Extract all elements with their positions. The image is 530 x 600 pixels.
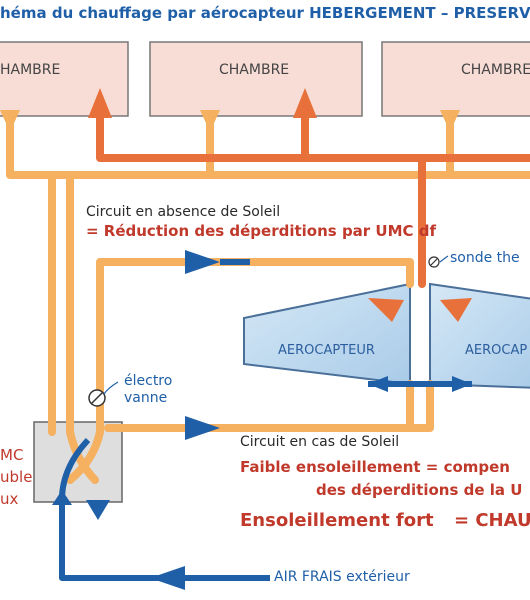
red-arrow-panel-right <box>440 298 472 322</box>
fresh-air-label: AIR FRAIS extérieur <box>274 569 410 585</box>
red-pipe-network <box>96 114 530 288</box>
blue-arrow-no-sun <box>185 250 220 274</box>
orange-arrow-room-right <box>440 110 460 132</box>
red-arrow-room-center <box>293 88 317 118</box>
valve-label-line1: électro <box>124 373 173 389</box>
blue-arrow-group <box>86 250 472 590</box>
blue-arrow-umc-out <box>86 500 110 520</box>
sensor-icon <box>428 256 440 268</box>
panel-label-right: AEROCAP <box>465 343 528 358</box>
sun-circuit-low-cont: des déperditions de la U <box>316 481 523 499</box>
sensor-label: sonde the <box>450 250 520 266</box>
orange-pipe-network <box>6 114 530 484</box>
red-arrow-room-left <box>88 88 112 118</box>
diagram-title: héma du chauffage par aérocapteur HEBERG… <box>0 4 530 22</box>
orange-arrow-room-left <box>0 110 20 132</box>
no-sun-circuit-desc: = Réduction des déperditions par UMC df <box>86 222 437 240</box>
blue-arrow-umc-in <box>52 490 72 505</box>
blue-arrow-sun <box>185 416 220 440</box>
sun-circuit-strong-result: = CHAUF <box>454 510 530 531</box>
umc-label-line3: ux <box>0 490 19 508</box>
orange-arrow-room-center <box>200 110 220 132</box>
room-box-center <box>149 41 363 117</box>
room-label-left: HAMBRE <box>0 62 61 78</box>
sun-circuit-strong: Ensoleillement fort <box>240 510 434 531</box>
no-sun-circuit-title: Circuit en absence de Soleil <box>86 204 281 220</box>
room-label-right: CHAMBRE <box>461 62 530 78</box>
valve-pointer <box>103 381 119 395</box>
room-box-left <box>0 41 129 117</box>
valve-label-line2: vanne <box>124 390 168 406</box>
room-label-center: CHAMBRE <box>219 62 290 78</box>
blue-air-duct <box>58 259 472 581</box>
electro-valve-icon <box>88 389 106 407</box>
red-arrow-panel-left <box>368 298 404 322</box>
panel-label-left: AEROCAPTEUR <box>278 343 375 358</box>
aerocapteur-panel-right <box>429 282 530 389</box>
umc-label-line2: uble <box>0 468 33 486</box>
sun-circuit-title: Circuit en cas de Soleil <box>240 434 400 450</box>
umc-label-line1: MC <box>0 446 24 464</box>
sun-circuit-low: Faible ensoleillement = compen <box>240 458 510 476</box>
room-box-right <box>381 41 530 117</box>
sensor-pointer <box>439 255 449 263</box>
